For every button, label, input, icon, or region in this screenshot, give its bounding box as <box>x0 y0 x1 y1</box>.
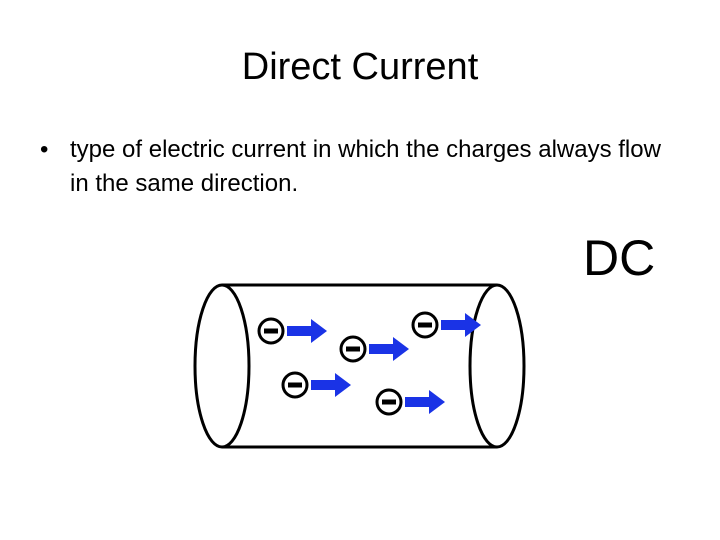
bullet-item: • type of electric current in which the … <box>40 133 680 201</box>
right-arrow-icon <box>287 319 327 343</box>
charge-with-arrow <box>339 335 409 363</box>
bullet-marker: • <box>40 136 49 163</box>
charge-with-arrow <box>281 371 351 399</box>
charge-group <box>257 311 481 416</box>
wire-left-end <box>193 283 251 449</box>
minus-sign-icon <box>264 328 278 334</box>
charge-with-arrow <box>375 388 445 416</box>
dc-label: DC <box>583 230 656 286</box>
bullet-text: type of electric current in which the ch… <box>70 136 661 197</box>
charge-with-arrow <box>411 311 481 339</box>
right-arrow-icon <box>369 337 409 361</box>
right-arrow-icon <box>441 313 481 337</box>
slide-title: Direct Current <box>241 46 479 88</box>
right-arrow-icon <box>405 390 445 414</box>
wire-cylinder <box>193 283 526 449</box>
minus-sign-icon <box>418 322 432 328</box>
bullet-list: • type of electric current in which the … <box>40 133 680 201</box>
minus-sign-icon <box>346 346 360 352</box>
charge-with-arrow <box>257 317 327 345</box>
minus-sign-icon <box>288 382 302 388</box>
minus-sign-icon <box>382 399 396 405</box>
wire-right-end <box>468 283 526 449</box>
right-arrow-icon <box>311 373 351 397</box>
